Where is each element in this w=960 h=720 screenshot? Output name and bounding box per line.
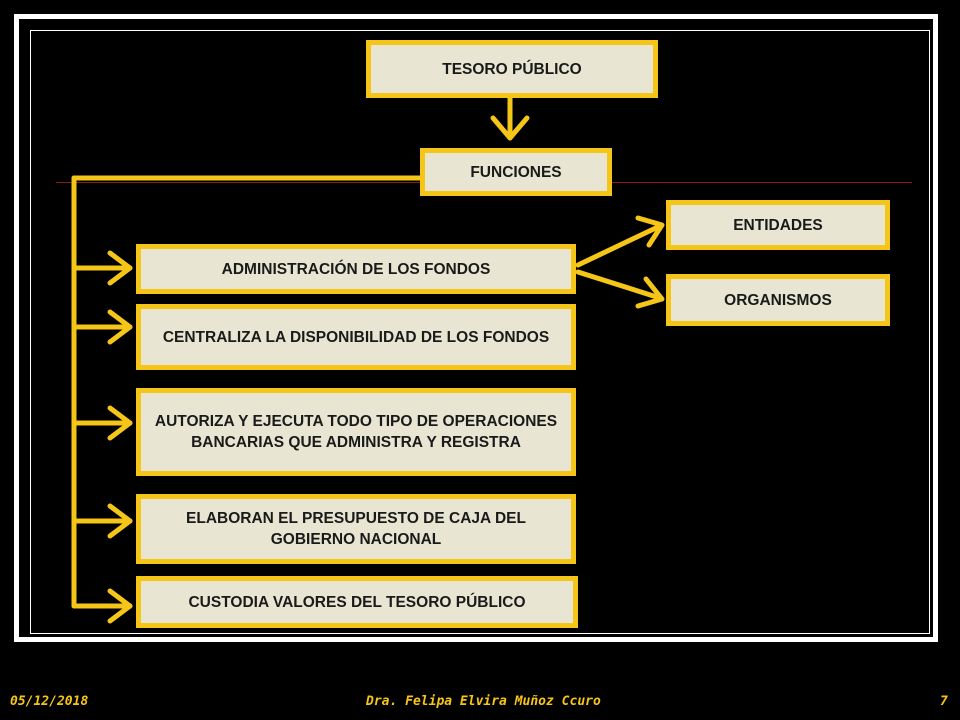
footer-author: Dra. Felipa Elvira Muñoz Ccuro — [366, 694, 601, 709]
function-box-1: ADMINISTRACIÓN DE LOS FONDOS — [136, 244, 576, 294]
footer-page-number: 7 — [940, 694, 948, 709]
branch-box-entidades: ENTIDADES — [666, 200, 890, 250]
footer-date: 05/12/2018 — [10, 694, 89, 709]
functions-box: FUNCIONES — [420, 148, 612, 196]
root-box: TESORO PÚBLICO — [366, 40, 658, 98]
branch-line-organismos — [575, 269, 663, 301]
function-box-2: CENTRALIZA LA DISPONIBILIDAD DE LOS FOND… — [136, 304, 576, 370]
arrowhead-1 — [107, 250, 133, 286]
branch-arrowhead-entidades — [635, 215, 665, 248]
function-box-4: ELABORAN EL PRESUPUESTO DE CAJA DEL GOBI… — [136, 494, 576, 564]
arrowhead-4 — [107, 503, 133, 539]
branch-line-entidades — [575, 223, 663, 268]
root-to-functions-arrowhead — [490, 115, 530, 141]
inner-frame — [30, 30, 930, 634]
arrowhead-5 — [107, 588, 133, 624]
branch-arrowhead-organismos — [635, 276, 665, 309]
function-box-3: AUTORIZA Y EJECUTA TODO TIPO DE OPERACIO… — [136, 388, 576, 476]
function-box-5: CUSTODIA VALORES DEL TESORO PÚBLICO — [136, 576, 578, 628]
arrowhead-3 — [107, 405, 133, 441]
arrowhead-2 — [107, 309, 133, 345]
branch-box-organismos: ORGANISMOS — [666, 274, 890, 326]
outer-frame — [14, 14, 938, 642]
